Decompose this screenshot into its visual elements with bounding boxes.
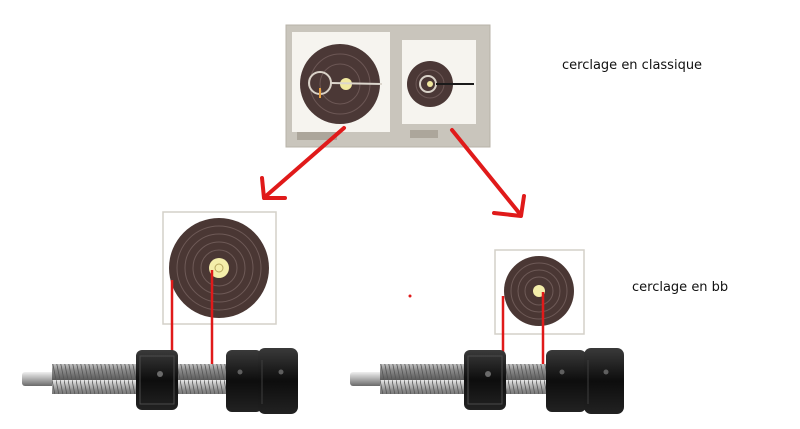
bb-small-target xyxy=(494,249,585,335)
red-arrow-icon xyxy=(450,128,526,218)
classic-small-target xyxy=(407,61,474,107)
sight-aperture-icon xyxy=(22,348,298,414)
sight-aperture-icon xyxy=(350,348,624,414)
bb-large-target xyxy=(162,211,277,325)
label-cerclage-bb: cerclage en bb xyxy=(632,280,729,295)
red-arrow-icon xyxy=(260,126,346,200)
stray-dot xyxy=(408,294,412,298)
label-cerclage-classique: cerclage en classique xyxy=(562,58,703,73)
classic-photo xyxy=(285,24,491,148)
classic-large-target xyxy=(300,44,383,124)
